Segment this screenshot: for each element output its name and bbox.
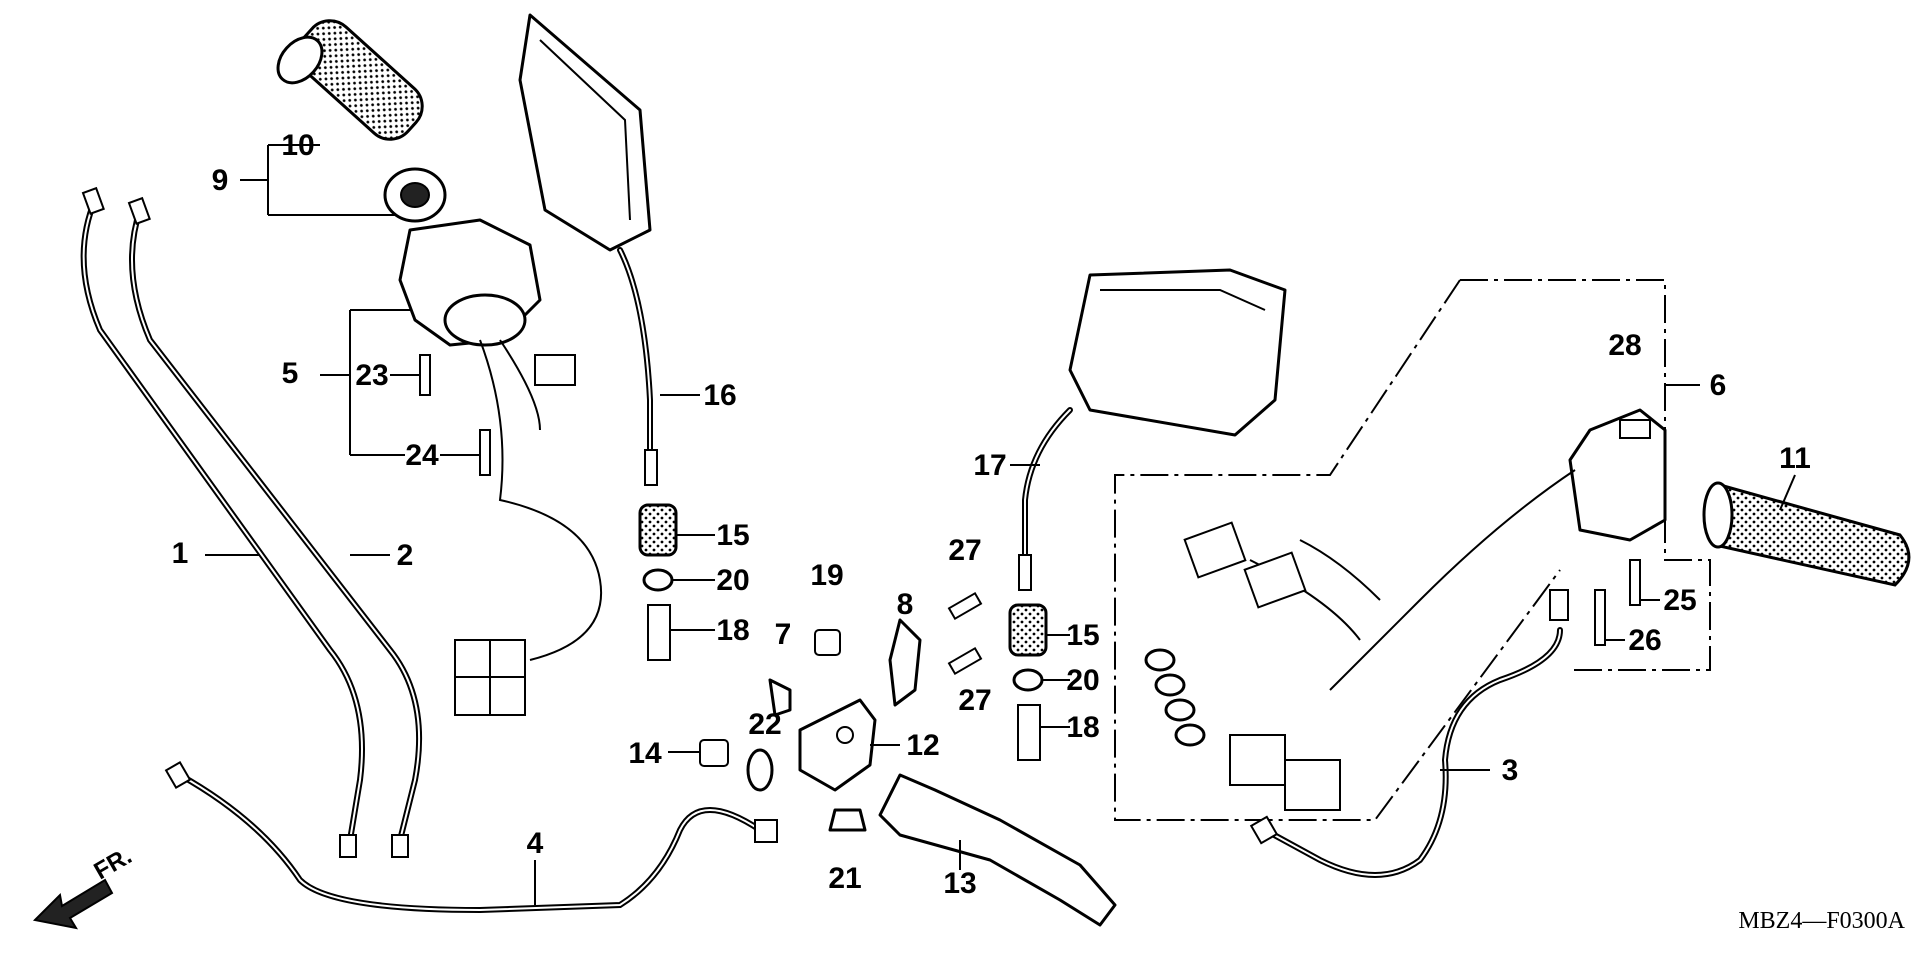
callout-7: 7 <box>775 618 792 651</box>
mirror-adapter-left <box>638 503 678 661</box>
callout-12: 12 <box>906 729 939 762</box>
right-switch-assembly <box>1114 279 1711 821</box>
lever-bracket <box>699 618 922 832</box>
direction-label: FR. <box>90 842 137 885</box>
callout-8: 8 <box>897 588 914 621</box>
throttle-grip <box>276 19 447 223</box>
callout-23: 23 <box>355 359 388 392</box>
clutch-lever <box>878 773 1117 927</box>
right-mirror <box>1018 268 1287 591</box>
callout-1: 1 <box>172 537 189 570</box>
leader-lines <box>205 144 1796 905</box>
cable-3 <box>1249 589 1569 878</box>
callout-9: 9 <box>212 164 229 197</box>
callout-21: 21 <box>828 862 861 895</box>
callout-24: 24 <box>405 439 439 472</box>
callout-numbers: 1 2 3 4 5 6 7 8 9 10 11 12 13 14 15 15 1… <box>172 129 1811 900</box>
callout-14: 14 <box>628 737 662 770</box>
small-bolts <box>419 354 1641 676</box>
callout-16: 16 <box>703 379 736 412</box>
front-direction-arrow: FR. <box>32 842 137 930</box>
mirror-adapter-right <box>1008 603 1048 761</box>
callout-25: 25 <box>1663 584 1696 617</box>
callout-17: 17 <box>973 449 1006 482</box>
callout-15-right: 15 <box>1066 619 1099 652</box>
callout-4: 4 <box>527 827 544 860</box>
diagram-code: MBZ4—F0300A <box>1738 908 1905 934</box>
callout-2: 2 <box>397 539 414 572</box>
callout-20-left: 20 <box>716 564 749 597</box>
callout-28: 28 <box>1608 329 1641 362</box>
callout-3: 3 <box>1502 754 1519 787</box>
throttle-cable-2 <box>127 196 423 858</box>
left-mirror <box>518 13 658 486</box>
callout-18-right: 18 <box>1066 711 1099 744</box>
callout-10: 10 <box>281 129 314 162</box>
right-grip <box>1702 481 1911 587</box>
throttle-cable-1 <box>80 186 365 858</box>
callout-13: 13 <box>943 867 976 900</box>
callout-15-left: 15 <box>716 519 749 552</box>
callout-20-right: 20 <box>1066 664 1099 697</box>
callout-11: 11 <box>1779 442 1811 475</box>
callout-19: 19 <box>810 559 843 592</box>
left-switch-housing <box>398 218 603 716</box>
callout-22: 22 <box>748 708 781 741</box>
callout-27-top: 27 <box>948 534 981 567</box>
callout-26: 26 <box>1628 624 1661 657</box>
callout-27-bottom: 27 <box>958 684 991 717</box>
callout-18-left: 18 <box>716 614 749 647</box>
callout-5: 5 <box>282 357 299 390</box>
clutch-cable <box>164 760 778 914</box>
callout-6: 6 <box>1710 369 1727 402</box>
